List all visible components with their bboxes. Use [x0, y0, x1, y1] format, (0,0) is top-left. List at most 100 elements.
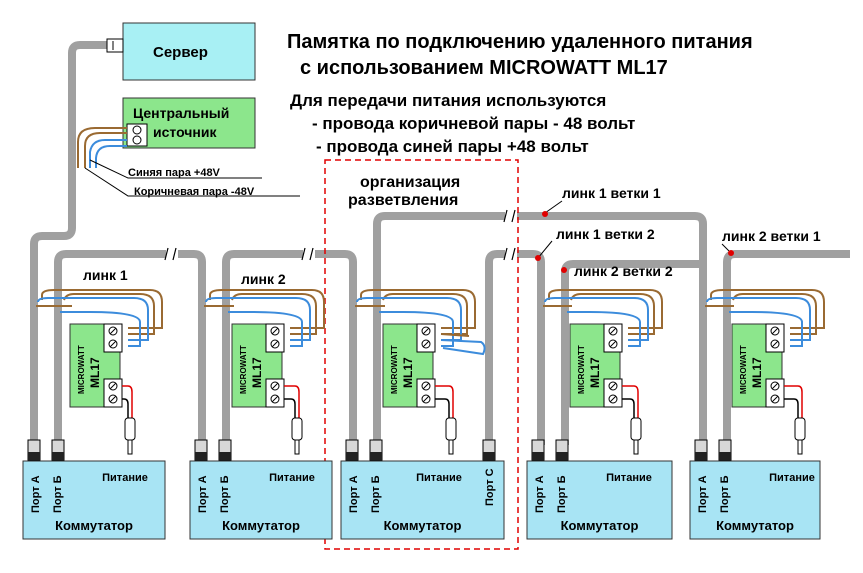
dc-plug-icon	[794, 417, 806, 455]
rj45-connector-icon	[27, 439, 41, 461]
power-output-wires	[435, 385, 454, 418]
backbone-cables	[30, 41, 850, 445]
port-a-label: Порт А	[534, 475, 546, 513]
switch-1: Коммутатор Питание Порт А Порт Б	[22, 439, 166, 540]
switch-name: Коммутатор	[222, 518, 300, 533]
rj45-connector-icon	[345, 439, 359, 461]
output-terminal-icon	[765, 378, 785, 408]
rj45-connector-icon	[718, 439, 732, 461]
port-b-label: Порт Б	[719, 475, 731, 513]
rj45-connector-icon	[51, 439, 65, 461]
link-1-label: линк 1	[83, 267, 128, 283]
pair-wires	[36, 289, 163, 347]
link-1-branch-1-label: линк 1 ветки 1	[562, 185, 661, 201]
module-brand: MICROWATT	[390, 345, 399, 394]
switch-power-label: Питание	[416, 472, 462, 484]
rj45-connector-icon	[555, 439, 569, 461]
branching-line-1: организация	[360, 174, 460, 191]
module-brand: MICROWATT	[77, 345, 86, 394]
switch-power-label: Питание	[102, 472, 148, 484]
port-b-label: Порт Б	[219, 475, 231, 513]
link-2-label: линк 2	[241, 271, 286, 287]
switch-power-label: Питание	[606, 472, 652, 484]
module-brand: MICROWATT	[577, 345, 586, 394]
port-b-label: Порт Б	[52, 475, 64, 513]
input-terminal-icon	[103, 323, 123, 353]
central-source: Центральный источник	[122, 97, 256, 149]
port-c-label: Порт С	[484, 468, 496, 506]
module-brand: MICROWATT	[739, 345, 748, 394]
server-label: Сервер	[153, 44, 208, 61]
module-model: ML17	[401, 357, 415, 388]
power-output-wires	[784, 385, 803, 418]
title-line-1: Памятка по подключению удаленного питани…	[287, 31, 753, 53]
input-terminal-icon	[765, 323, 785, 353]
port-a-label: Порт А	[30, 475, 42, 513]
output-terminal-icon	[265, 378, 285, 408]
pair-wires	[705, 289, 825, 347]
switch-name: Коммутатор	[384, 518, 462, 533]
title-line-3: Для передачи питания используются	[290, 91, 606, 110]
switch-4: Коммутатор Питание Порт А Порт Б	[526, 439, 673, 540]
switch-name: Коммутатор	[716, 518, 794, 533]
power-output-wires	[622, 385, 639, 418]
rj45-connector-icon	[694, 439, 708, 461]
branching-line-2: разветвления	[348, 192, 458, 209]
switch-box	[189, 460, 333, 540]
switch-name: Коммутатор	[561, 518, 639, 533]
server-connector-icon	[106, 38, 124, 53]
input-terminal-icon	[265, 323, 285, 353]
blue-pair-label: Синяя пара +48V	[128, 167, 221, 179]
port-b-label: Порт Б	[556, 475, 568, 513]
brown-pair-label: Коричневая пара -48V	[134, 186, 255, 198]
central-source-line-1: Центральный	[133, 105, 229, 121]
switch-power-label: Питание	[269, 472, 315, 484]
rj45-connector-icon	[369, 439, 383, 461]
switch-3: Коммутатор Питание Порт А Порт Б Порт С	[340, 439, 505, 540]
port-a-label: Порт А	[197, 475, 209, 513]
cable-break-marks	[164, 209, 516, 261]
module-model: ML17	[588, 357, 602, 388]
server: Сервер	[106, 22, 256, 81]
output-terminal-icon	[603, 378, 623, 408]
port-b-label: Порт Б	[370, 475, 382, 513]
port-a-label: Порт А	[697, 475, 709, 513]
pair-wires	[355, 289, 486, 356]
rj45-connector-icon	[194, 439, 208, 461]
link-1-branch-2-label: линк 1 ветки 2	[556, 226, 655, 242]
rj45-connector-icon	[482, 439, 496, 461]
module-model: ML17	[250, 357, 264, 388]
port-a-label: Порт А	[348, 475, 360, 513]
power-output-wires	[122, 385, 133, 418]
dc-plug-icon	[291, 417, 303, 455]
dc-plug-icon	[124, 417, 136, 455]
link-2-branch-1-label: линк 2 ветки 1	[722, 228, 821, 244]
switch-box	[340, 460, 505, 540]
title-line-5: - провода синей пары +48 вольт	[316, 137, 589, 156]
input-terminal-icon	[416, 323, 436, 353]
input-terminal-icon	[603, 323, 623, 353]
module-model: ML17	[88, 357, 102, 388]
switch-box	[526, 460, 673, 540]
link-2-branch-2-label: линк 2 ветки 2	[574, 263, 673, 279]
switch-box	[689, 460, 821, 540]
switch-name: Коммутатор	[55, 518, 133, 533]
pair-wires	[543, 289, 663, 347]
module-brand: MICROWATT	[239, 345, 248, 394]
title-line-4: - провода коричневой пары - 48 вольт	[312, 114, 635, 133]
output-terminal-icon	[416, 378, 436, 408]
source-pair-wires	[77, 127, 127, 168]
dc-plug-icon	[630, 417, 642, 455]
rj45-connector-icon	[218, 439, 232, 461]
power-output-wires	[284, 385, 300, 418]
switch-box	[22, 460, 166, 540]
